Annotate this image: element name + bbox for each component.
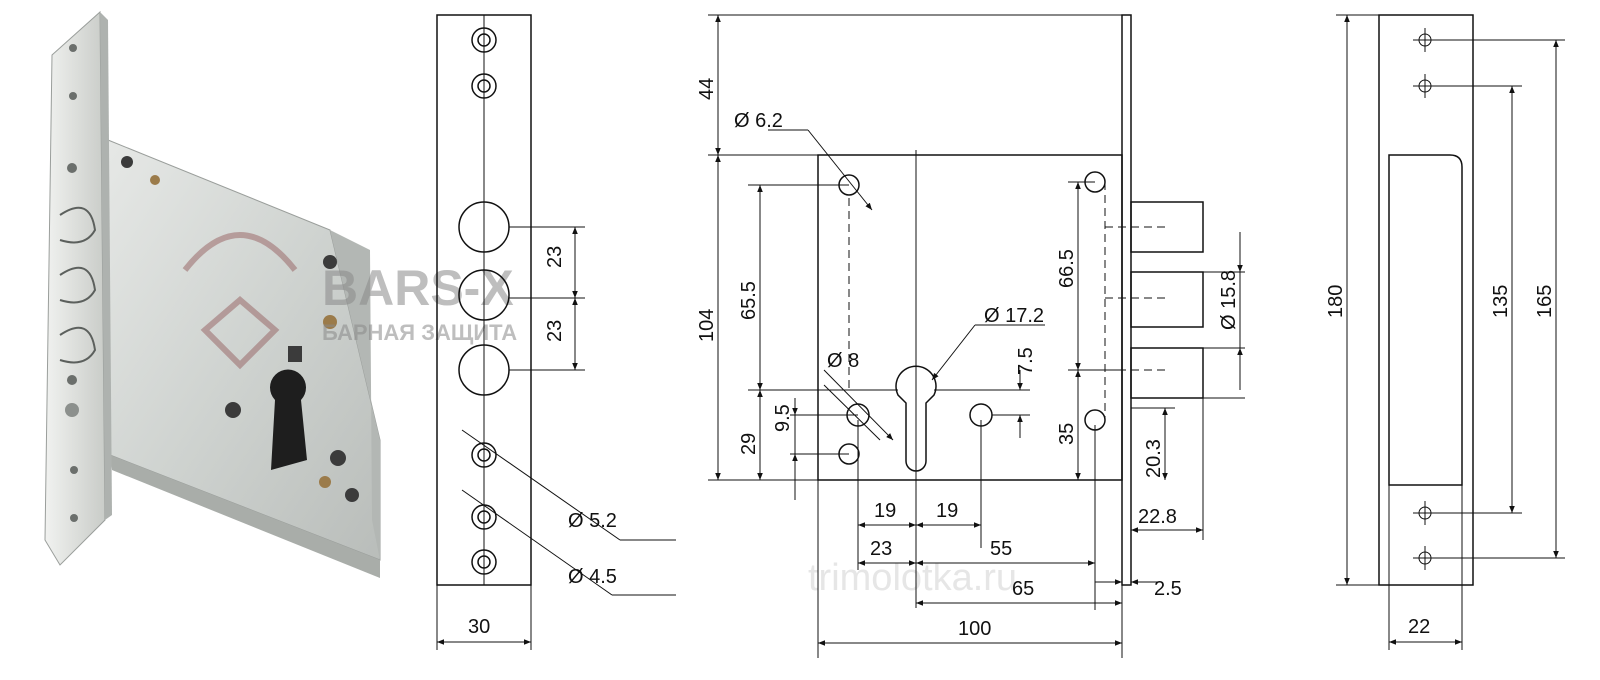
dim-body-width: 100	[958, 618, 991, 640]
dim-strike-height: 180	[1325, 285, 1347, 318]
dim-cylinder-to-bottom: 29	[738, 433, 760, 455]
dim-diameter-6-2: Ø 6.2	[734, 110, 783, 132]
faceplate-screw-hole	[471, 442, 497, 468]
dim-hole-spacing-2: 23	[544, 320, 566, 342]
dim-right-lower: 35	[1056, 423, 1078, 445]
dim-bolt-to-bottom: 20.3	[1143, 439, 1165, 478]
faceplate-screw-hole	[471, 73, 497, 99]
bolt-hole	[458, 269, 510, 321]
product-photo: BARS-X БАРНАЯ ЗАЩИТА	[44, 10, 517, 578]
dim-faceplate-thickness: 2.5	[1154, 578, 1182, 600]
dim-right-upper: 66.5	[1056, 249, 1078, 288]
dim-diameter-15-8: Ø 15.8	[1218, 270, 1240, 330]
dim-55: 55	[990, 538, 1012, 560]
dim-diameter-4-5: Ø 4.5	[568, 566, 617, 588]
lock-body	[817, 154, 1123, 481]
dim-diameter-5-2: Ø 5.2	[568, 510, 617, 532]
bolt-3	[1130, 347, 1204, 399]
dim-strike-width: 22	[1408, 616, 1430, 638]
strike-plate-view	[1336, 14, 1565, 650]
dim-hole-spacing-1: 23	[544, 246, 566, 268]
dim-diameter-8: Ø 8	[827, 350, 859, 372]
side-view	[436, 14, 676, 650]
cylinder-cutout	[895, 365, 937, 472]
brand-slogan-text: БАРНАЯ ЗАЩИТА	[322, 320, 517, 345]
dim-bolt-projection: 22.8	[1138, 506, 1177, 528]
dim-small-hole-offset: 9.5	[772, 404, 794, 432]
dim-23: 23	[870, 538, 892, 560]
dim-top-offset: 44	[696, 78, 718, 100]
bolt-1	[1130, 201, 1204, 253]
dim-upper-to-cylinder: 65.5	[738, 281, 760, 320]
bolt-2	[1130, 271, 1204, 328]
dim-body-height: 104	[696, 309, 718, 342]
dim-right-19: 19	[936, 500, 958, 522]
faceplate-screw-hole	[471, 549, 497, 575]
brand-logo-text: BARS-X	[322, 260, 514, 316]
strike-plate-cutout	[1388, 154, 1463, 486]
dim-strike-inner-span: 135	[1490, 285, 1512, 318]
dim-diameter-17-2: Ø 17.2	[984, 305, 1044, 327]
dim-strike-outer-span: 165	[1534, 285, 1556, 318]
dim-left-19: 19	[874, 500, 896, 522]
front-faceplate	[1121, 14, 1132, 586]
dim-cylinder-offset: 7.5	[1015, 347, 1037, 375]
faceplate-screw-hole	[471, 27, 497, 53]
strike-plate-outline	[1378, 14, 1474, 586]
dim-side-width: 30	[468, 616, 490, 638]
dim-backset-65: 65	[1012, 578, 1034, 600]
front-view	[708, 14, 1245, 658]
